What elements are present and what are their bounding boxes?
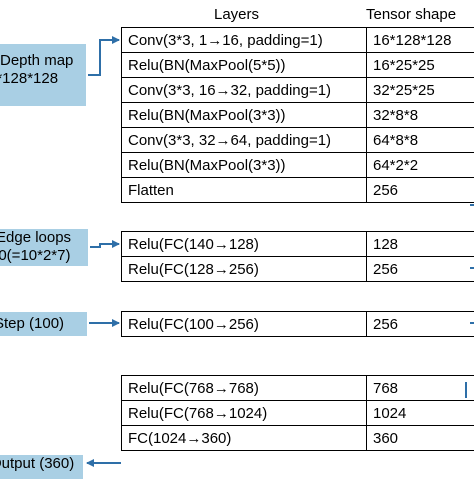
layer-row: Relu(FC(768→768)768 — [122, 376, 474, 401]
layer-row: Relu(BN(MaxPool(3*3))32*8*8 — [122, 103, 474, 128]
layer-cell: Relu(FC(768→1024) — [122, 401, 367, 426]
layer-row: Relu(FC(100→256)256 — [122, 312, 474, 337]
tensor-shape-cell: 256 — [367, 312, 474, 337]
output-label: Output (360) — [0, 455, 83, 473]
edge-loops-input: Edge loops 40(=10*2*7) — [0, 229, 88, 266]
tensor-shape-cell: 360 — [367, 426, 474, 451]
layer-cell: Relu(BN(MaxPool(3*3)) — [122, 153, 367, 178]
layer-cell: Relu(FC(128→256) — [122, 257, 367, 282]
depth-map-input: Depth map 1*128*128 — [0, 44, 86, 106]
layer-cell: Conv(3*3, 1→16, padding=1) — [122, 28, 367, 53]
step-layers-table: Relu(FC(100→256)256 — [121, 311, 474, 337]
step-label: Step (100) — [0, 315, 87, 333]
output-box: Output (360) — [0, 455, 83, 479]
tensor-shape-cell: 16*128*128 — [367, 28, 474, 53]
tensor-shape-cell: 768 — [367, 376, 474, 401]
layer-cell: Relu(BN(MaxPool(3*3)) — [122, 103, 367, 128]
layer-cell: Flatten — [122, 178, 367, 203]
tensor-shape-cell: 32*25*25 — [367, 78, 474, 103]
layer-row: Relu(FC(128→256)256 — [122, 257, 474, 282]
depth-map-label: Depth map — [0, 52, 86, 70]
layer-cell: Conv(3*3, 32→64, padding=1) — [122, 128, 367, 153]
layer-cell: Relu(FC(140→128) — [122, 232, 367, 257]
layer-row: FC(1024→360)360 — [122, 426, 474, 451]
layer-row: Relu(BN(MaxPool(5*5))16*25*25 — [122, 53, 474, 78]
layers-header: Layers — [214, 6, 259, 23]
edge-loops-label: Edge loops — [0, 229, 88, 247]
layer-cell: Relu(FC(100→256) — [122, 312, 367, 337]
tensor-shape-cell: 16*25*25 — [367, 53, 474, 78]
tensor-shape-cell: 1024 — [367, 401, 474, 426]
edge-loops-size: 40(=10*2*7) — [0, 247, 88, 265]
tensor-shape-cell: 64*8*8 — [367, 128, 474, 153]
tensor-shape-header: Tensor shape — [366, 6, 456, 23]
layer-row: Conv(3*3, 16→32, padding=1)32*25*25 — [122, 78, 474, 103]
tensor-shape-cell: 256 — [367, 257, 474, 282]
depth-map-size: 1*128*128 — [0, 70, 86, 88]
step-input: Step (100) — [0, 312, 87, 336]
layer-cell: Relu(FC(768→768) — [122, 376, 367, 401]
layer-cell: FC(1024→360) — [122, 426, 367, 451]
tensor-shape-cell: 64*2*2 — [367, 153, 474, 178]
layer-cell: Conv(3*3, 16→32, padding=1) — [122, 78, 367, 103]
tensor-shape-cell: 32*8*8 — [367, 103, 474, 128]
layer-cell: Relu(BN(MaxPool(5*5)) — [122, 53, 367, 78]
layer-row: Relu(FC(768→1024)1024 — [122, 401, 474, 426]
layer-row: Conv(3*3, 1→16, padding=1)16*128*128 — [122, 28, 474, 53]
tensor-shape-cell: 256 — [367, 178, 474, 203]
edge-loops-arrow — [90, 244, 119, 247]
layer-row: Relu(BN(MaxPool(3*3))64*2*2 — [122, 153, 474, 178]
tensor-shape-cell: 128 — [367, 232, 474, 257]
depth-map-arrow — [88, 40, 119, 75]
layer-row: Conv(3*3, 32→64, padding=1)64*8*8 — [122, 128, 474, 153]
layer-row: Relu(FC(140→128)128 — [122, 232, 474, 257]
